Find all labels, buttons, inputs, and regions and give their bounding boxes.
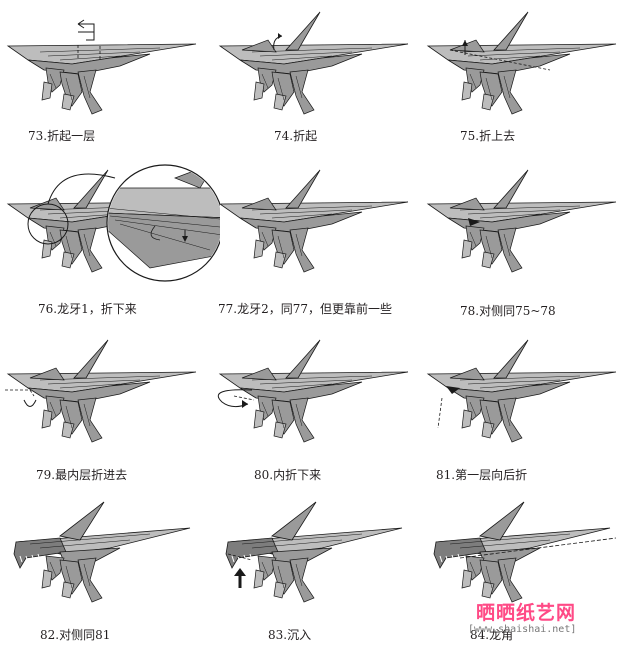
step-caption: 80.内折下来 [254,466,321,483]
step-78: 78.对侧同75~78 [420,168,620,328]
step-75: 75.折上去 [420,10,620,170]
step-81: 81.第一层向后折 [420,338,620,498]
watermark-url: [www.shaishai.net] [468,624,576,635]
step-80-diagram [212,338,412,458]
step-caption: 79.最内层折进去 [36,466,127,483]
step-caption: 75.折上去 [460,127,515,144]
step-83-diagram [212,498,412,618]
step-74-diagram [212,10,412,130]
step-77: 77.龙牙2，同77，但更靠前一些 [212,168,412,328]
step-78-diagram [420,168,620,288]
step-76: 76.龙牙1，折下来 [0,158,200,318]
step-caption: 83.沉入 [268,626,311,643]
step-79: 79.最内层折进去 [0,338,200,498]
step-79-diagram [0,338,200,458]
step-75-diagram [420,10,620,130]
step-caption: 77.龙牙2，同77，但更靠前一些 [218,300,392,317]
step-82: 82.对侧同81 [0,498,200,658]
step-caption: 78.对侧同75~78 [460,302,556,319]
step-caption: 81.第一层向后折 [436,466,527,483]
step-77-diagram [212,168,412,288]
step-caption: 76.龙牙1，折下来 [38,300,137,317]
step-82-diagram [0,498,200,618]
watermark-brand: 晒晒纸艺网 [476,598,576,625]
step-caption: 73.折起一层 [28,127,95,144]
step-76-diagram [0,158,220,298]
step-73: 73.折起一层 [0,10,200,170]
inside-fold-arrow-icon [24,400,36,407]
step-73-diagram [0,10,200,130]
step-83: 83.沉入 [212,498,412,658]
step-caption: 74.折起 [274,127,317,144]
step-80: 80.内折下来 [212,338,412,498]
step-81-diagram [420,338,620,458]
push-arrow-icon [78,20,94,40]
step-caption: 82.对侧同81 [40,626,110,643]
step-74: 74.折起 [212,10,412,170]
